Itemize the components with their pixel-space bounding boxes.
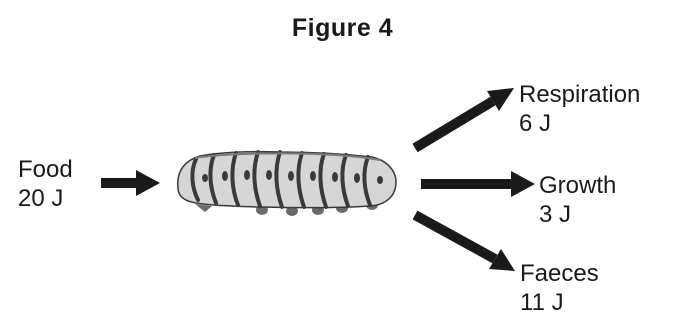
- respiration-label: Respiration 6 J: [519, 80, 640, 138]
- respiration-arrow: [415, 88, 514, 148]
- faeces-name: Faeces: [520, 259, 599, 288]
- caterpillar-icon: [178, 152, 396, 216]
- input-arrow: [101, 170, 160, 196]
- respiration-value: 6 J: [519, 109, 640, 138]
- food-name: Food: [18, 155, 73, 184]
- food-label: Food 20 J: [18, 155, 73, 213]
- food-value: 20 J: [18, 184, 73, 213]
- growth-arrow: [421, 171, 535, 197]
- faeces-arrow: [415, 215, 515, 271]
- growth-name: Growth: [539, 171, 616, 200]
- respiration-name: Respiration: [519, 80, 640, 109]
- growth-label: Growth 3 J: [539, 171, 616, 229]
- faeces-value: 11 J: [520, 288, 599, 317]
- growth-value: 3 J: [539, 200, 616, 229]
- faeces-label: Faeces 11 J: [520, 259, 599, 317]
